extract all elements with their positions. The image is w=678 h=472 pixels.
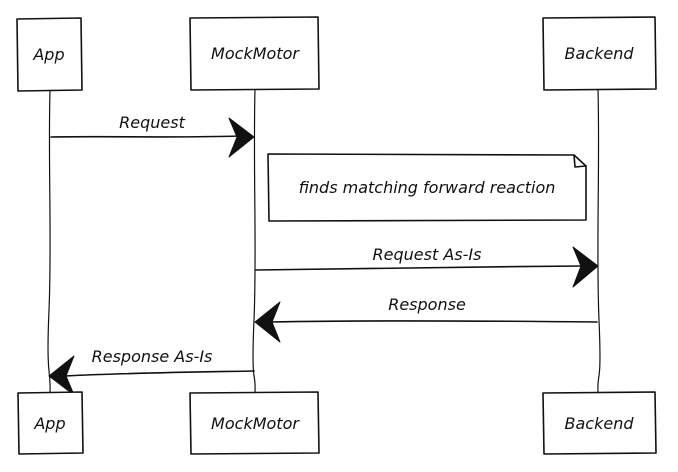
participant-app-top: App — [16, 17, 83, 92]
message-label: Response — [388, 295, 466, 314]
note-text: finds matching forward reaction — [299, 178, 556, 197]
participant-mockmotor-top: MockMotor — [189, 16, 320, 91]
arrowhead-left-icon — [254, 301, 281, 343]
arrowhead-left-icon — [48, 355, 75, 396]
mockmotor-lifeline — [252, 88, 256, 393]
participant-label: MockMotor — [211, 44, 300, 63]
participant-label: App — [33, 414, 65, 433]
participant-label: MockMotor — [211, 414, 300, 433]
participant-label: Backend — [565, 44, 635, 63]
message-request: Request — [50, 113, 255, 158]
participant-backend-top: Backend — [542, 16, 657, 91]
message-label: Response As-Is — [92, 347, 213, 366]
message-response-as-is: Response As-Is — [48, 347, 255, 396]
participant-label: Backend — [565, 414, 635, 433]
participant-app-bottom: App — [17, 391, 84, 455]
message-request-as-is: Request As-Is — [255, 245, 599, 288]
arrowhead-right-icon — [572, 246, 599, 288]
app-lifeline — [47, 90, 51, 393]
message-response: Response — [254, 295, 598, 343]
participant-mockmotor-bottom: MockMotor — [189, 391, 320, 455]
arrowhead-right-icon — [228, 117, 255, 158]
participant-backend-bottom: Backend — [542, 391, 657, 455]
message-label: Request — [119, 113, 185, 132]
backend-lifeline — [597, 88, 601, 393]
note-box: finds matching forward reaction — [267, 153, 587, 222]
message-label: Request As-Is — [373, 245, 482, 264]
participant-label: App — [32, 45, 64, 64]
